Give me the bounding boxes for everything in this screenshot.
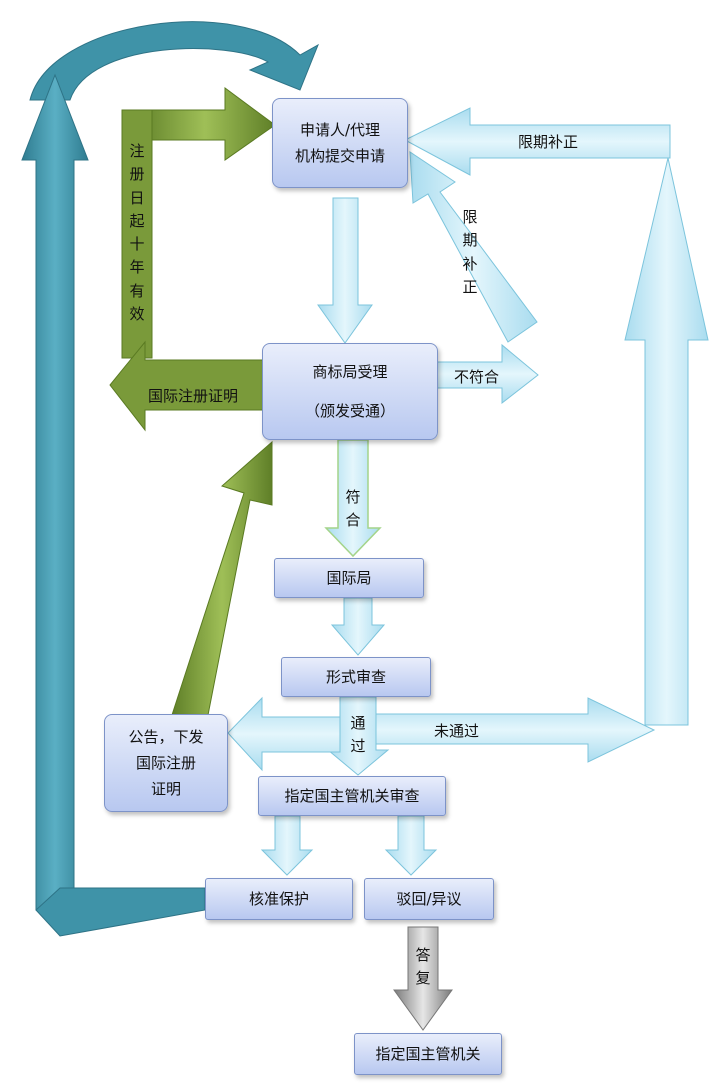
applicant-line-1: 申请人/代理 <box>299 120 381 139</box>
trademark-office-line-1: 商标局受理 <box>312 363 388 382</box>
down-arrow-1 <box>317 197 373 344</box>
gray-reply-arrow <box>393 926 453 1031</box>
right-up-arrow <box>624 157 709 726</box>
designated-exam-node: 指定国主管机关审查 <box>258 776 446 816</box>
teal-curve-arrow <box>29 21 319 101</box>
announce-node: 公告，下发国际注册证明 <box>104 714 228 812</box>
formal-exam-node: 形式审查 <box>281 657 431 697</box>
announce-line-3: 证明 <box>150 780 181 799</box>
correction-top-label: 限期补正 <box>518 133 579 151</box>
olive-diagonal-arrow <box>171 440 273 716</box>
not-passed-label: 未通过 <box>434 722 480 740</box>
reject-node: 驳回/异议 <box>364 878 494 920</box>
passed-label: 通过 <box>350 714 366 756</box>
trademark-office-line-2: （颁发受通） <box>304 401 395 420</box>
olive-left-arrow <box>109 340 266 432</box>
applicant-line-2: 机构提交申请 <box>294 147 385 165</box>
olive-right-arrow <box>134 87 276 161</box>
approve-node: 核准保护 <box>205 878 353 920</box>
approve-label: 核准保护 <box>248 889 309 908</box>
announce-line-1: 公告，下发 <box>128 727 204 746</box>
intl-bureau-node: 国际局 <box>274 558 424 598</box>
compliant-label: 符合 <box>345 488 361 530</box>
teal-bottom-bar <box>35 887 206 937</box>
left-arrow-announce <box>227 696 341 772</box>
applicant-node: 申请人/代理机构提交申请 <box>272 98 408 188</box>
correction-diag-label: 限期补正 <box>462 208 478 296</box>
intl-reg-cert-label: 国际注册证明 <box>148 387 239 405</box>
reply-label: 答复 <box>415 946 431 988</box>
down-arrow-2 <box>330 597 386 656</box>
designated-exam-label: 指定国主管机关审查 <box>284 786 420 805</box>
diagonal-correction-arrow <box>409 151 538 343</box>
down-arrow-reject <box>384 815 438 876</box>
intl-bureau-label: 国际局 <box>326 568 372 587</box>
right-arrow-failed <box>375 697 656 763</box>
announce-line-2: 国际注册 <box>135 753 196 772</box>
non-compliant-label: 不符合 <box>454 368 500 386</box>
designated-authority-node: 指定国主管机关 <box>354 1033 502 1075</box>
reject-label: 驳回/异议 <box>396 889 462 908</box>
trademark-office-node: 商标局受理 （颁发受通） <box>262 343 438 440</box>
top-correction-arrow <box>403 107 671 176</box>
designated-authority-label: 指定国主管机关 <box>375 1044 481 1063</box>
formal-exam-label: 形式审查 <box>325 667 386 686</box>
down-arrow-approve <box>260 815 314 876</box>
down-arrow-compliant <box>324 439 382 558</box>
olive-vertical-bar <box>121 109 153 359</box>
teal-up-arrow <box>21 73 89 911</box>
valid-ten-years-label: 注册日起十年有效 <box>129 142 145 323</box>
right-arrow-noncompliant <box>435 343 539 405</box>
